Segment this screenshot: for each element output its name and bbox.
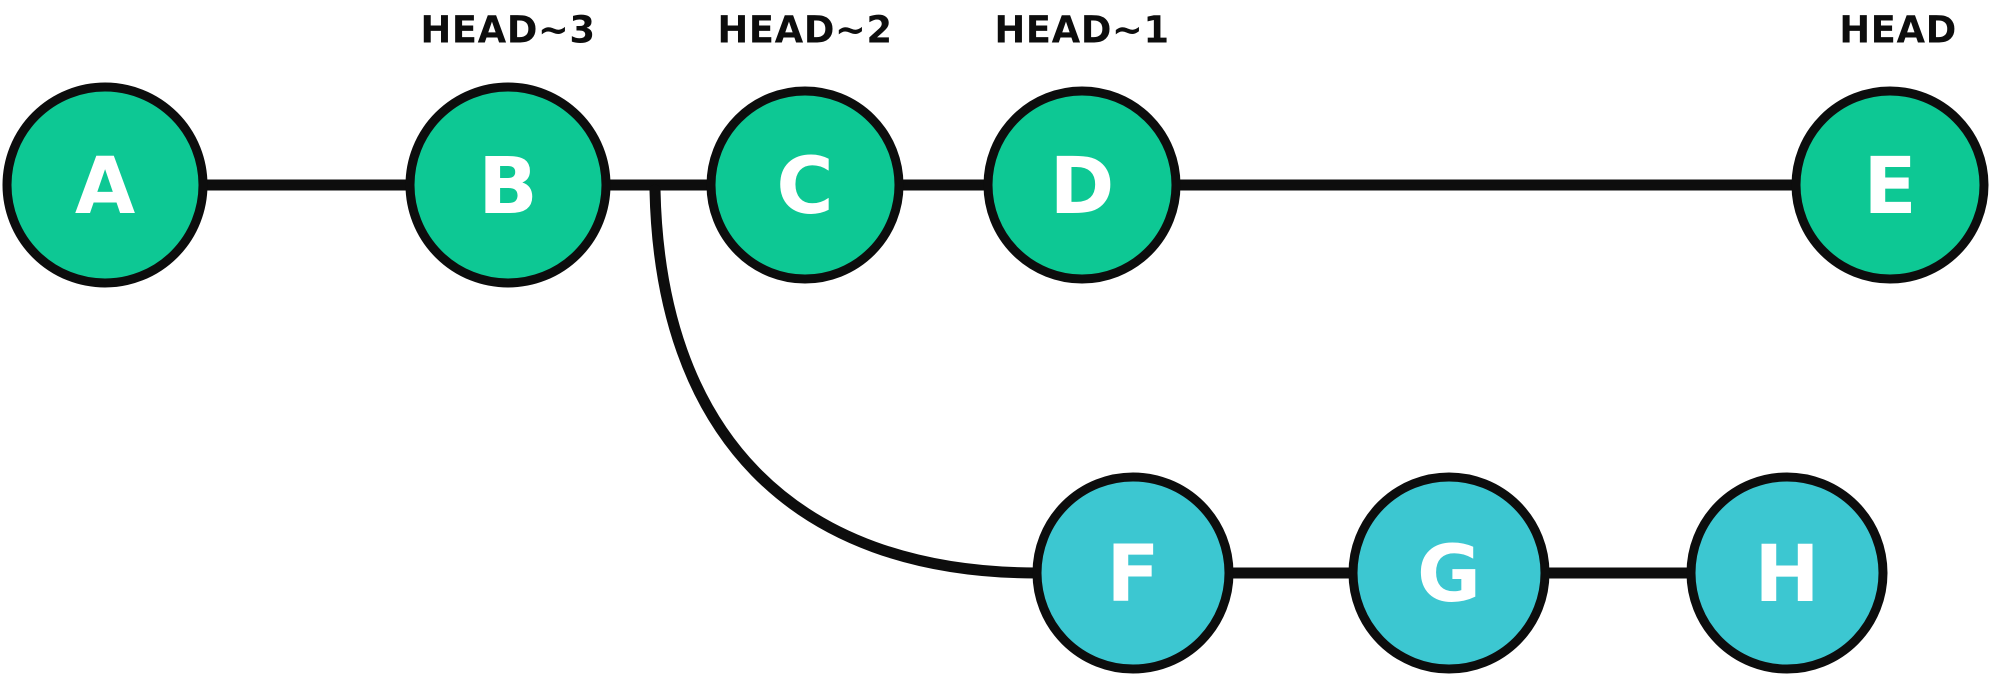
edges-layer xyxy=(197,179,1800,579)
ref-labels-layer: HEAD~3 HEAD~2 HEAD~1 HEAD xyxy=(420,9,1956,52)
commit-node-e[interactable]: E xyxy=(1791,86,1989,284)
commit-node-f[interactable]: F xyxy=(1032,472,1234,674)
commit-node-a[interactable]: A xyxy=(2,82,208,288)
edge-b-f xyxy=(649,184,1043,579)
ref-label-head: HEAD xyxy=(1839,9,1957,52)
commit-label-h: H xyxy=(1754,530,1819,620)
commit-label-e: E xyxy=(1863,142,1916,232)
commit-circle-h[interactable] xyxy=(1686,472,1888,674)
commit-label-g: G xyxy=(1417,530,1481,620)
commit-node-c[interactable]: C xyxy=(706,86,904,284)
commit-label-a: A xyxy=(75,142,135,232)
commit-node-b[interactable]: B xyxy=(405,82,611,288)
commit-label-d: D xyxy=(1050,142,1115,232)
commit-circle-g[interactable] xyxy=(1348,472,1550,674)
ref-label-head-tilde-1: HEAD~1 xyxy=(994,9,1169,52)
commit-circle-d[interactable] xyxy=(983,86,1181,284)
commit-circle-b[interactable] xyxy=(405,82,611,288)
commit-label-c: C xyxy=(776,142,833,232)
ref-label-head-tilde-3: HEAD~3 xyxy=(420,9,595,52)
ref-label-head-tilde-2: HEAD~2 xyxy=(717,9,892,52)
commit-label-b: B xyxy=(478,142,537,232)
nodes-layer: A B C D E F G H xyxy=(2,82,1989,674)
commit-label-f: F xyxy=(1106,530,1159,620)
commit-circle-e[interactable] xyxy=(1791,86,1989,284)
commit-node-d[interactable]: D xyxy=(983,86,1181,284)
commit-node-g[interactable]: G xyxy=(1348,472,1550,674)
commit-circle-a[interactable] xyxy=(2,82,208,288)
commit-circle-f[interactable] xyxy=(1032,472,1234,674)
commit-circle-c[interactable] xyxy=(706,86,904,284)
commit-node-h[interactable]: H xyxy=(1686,472,1888,674)
